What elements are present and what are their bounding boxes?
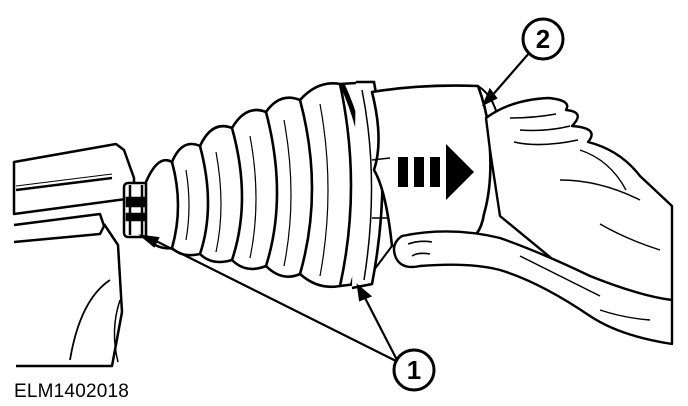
leader-lines [138, 51, 531, 363]
boot-clamp-small [122, 181, 150, 239]
lower-hand [392, 230, 674, 346]
callout-1-number: 1 [407, 355, 421, 385]
figure-reference-id: ELM1402018 [14, 381, 130, 402]
direction-arrow-icon [398, 144, 474, 200]
upper-hand [484, 96, 674, 302]
callout-1: 1 [392, 348, 436, 392]
cv-joint-boot [144, 80, 374, 289]
drive-shaft [12, 142, 136, 368]
callout-2-number: 2 [536, 24, 550, 54]
callout-2: 2 [521, 17, 565, 61]
boot-clamp-large [339, 80, 384, 290]
